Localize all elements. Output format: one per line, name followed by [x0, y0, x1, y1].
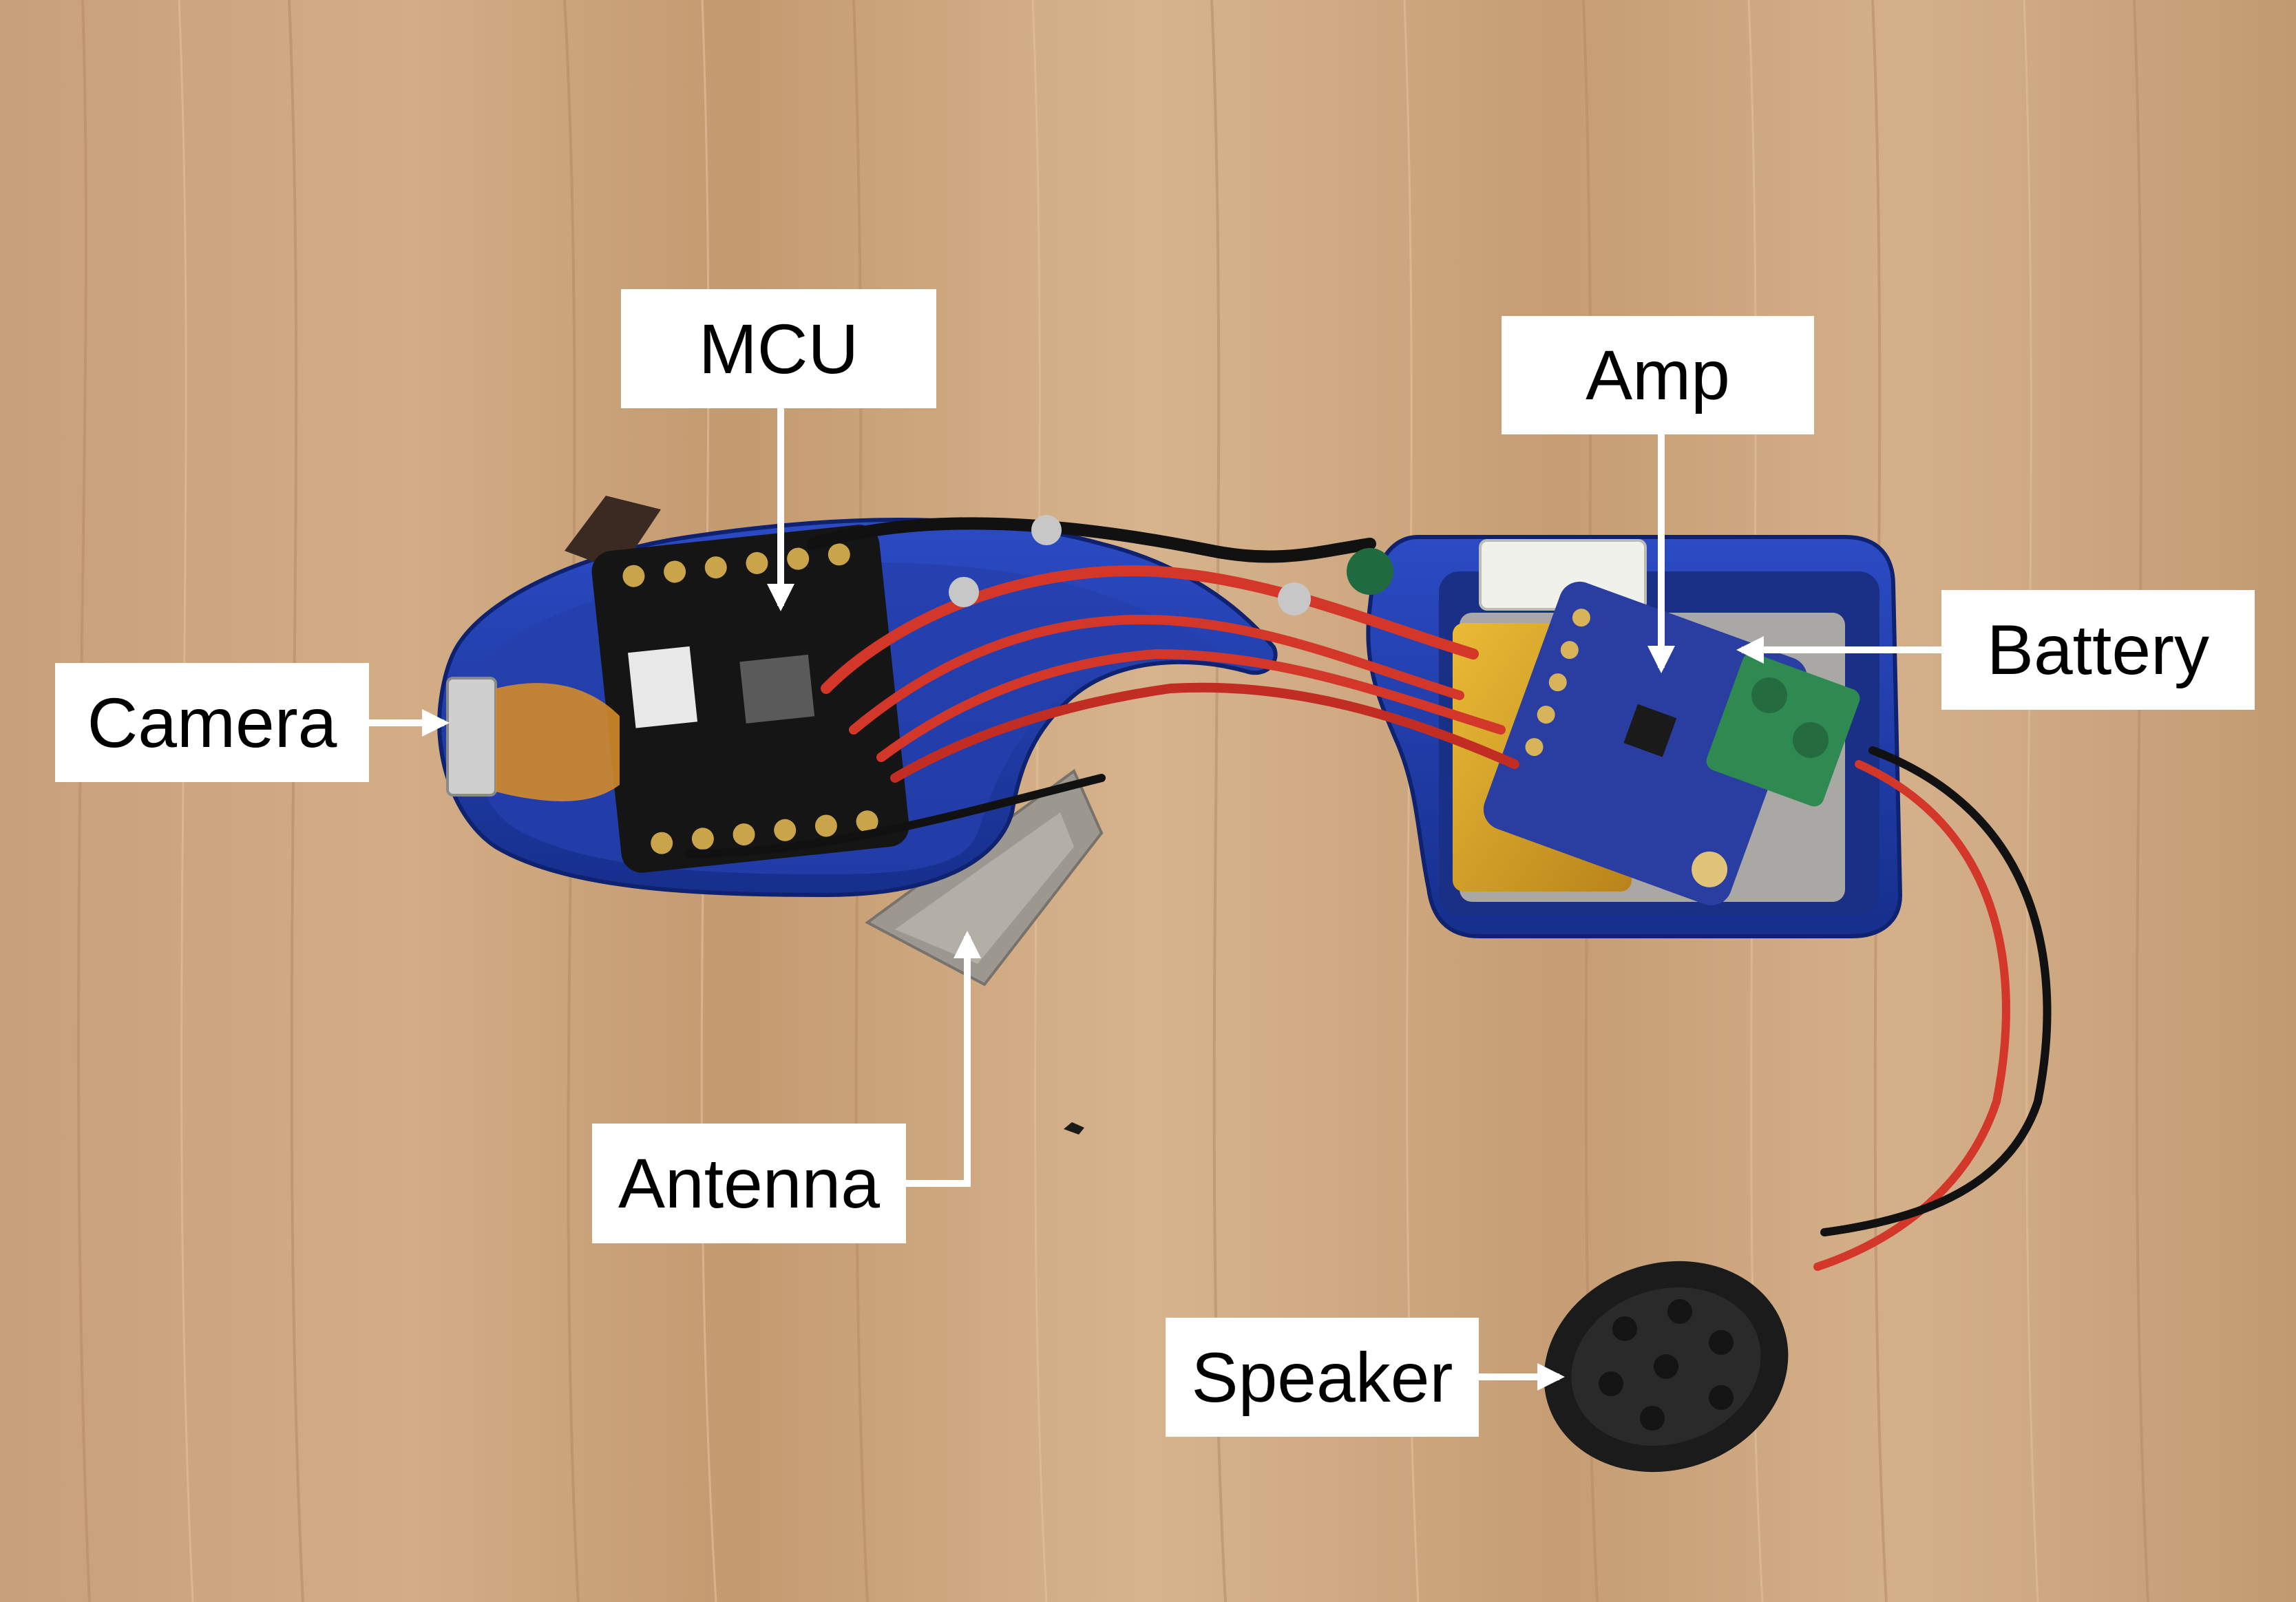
amp-board [1483, 581, 1808, 906]
terminal-block [1706, 653, 1860, 807]
battery-label: Battery [1941, 590, 2255, 710]
wires [684, 515, 2052, 1271]
antenna-arrow [906, 931, 981, 1187]
camera-module [446, 677, 620, 801]
camera-label: Camera [55, 663, 369, 782]
callout-arrows [369, 408, 1941, 1391]
amp-label: Amp [1502, 316, 1814, 434]
speaker-label: Speaker [1166, 1318, 1479, 1437]
mcu-label: MCU [621, 289, 936, 408]
speaker [1544, 1261, 1789, 1473]
mcu-board [591, 525, 909, 873]
antenna-label: Antenna [592, 1124, 906, 1243]
